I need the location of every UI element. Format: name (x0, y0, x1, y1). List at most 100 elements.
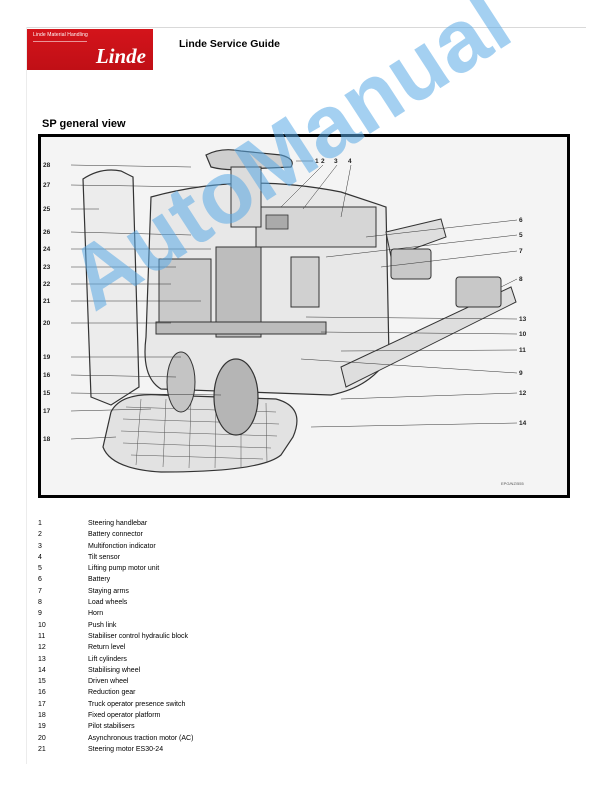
frame-bar-shape (155, 321, 327, 335)
legend-label: Multifonction indicator (88, 542, 156, 550)
legend-num: 7 (38, 587, 42, 595)
legend-num: 15 (38, 678, 46, 686)
legend-label: Staying arms (88, 587, 129, 595)
legend-item: 9 Horn (38, 608, 558, 619)
callout-11: 11 (519, 347, 526, 354)
callout-18: 18 (43, 436, 51, 443)
steering-column-shape (230, 166, 262, 228)
callout-21: 21 (43, 298, 51, 305)
callout-27: 27 (43, 182, 51, 189)
truck-general-view-figure: 28 27 25 26 24 23 22 21 20 19 16 15 17 1… (38, 134, 570, 498)
legend-num: 6 (38, 576, 42, 584)
legend-num: 14 (38, 666, 46, 674)
indicator-shape (265, 214, 289, 230)
logo-tagline: Linde Material Handling (33, 32, 88, 38)
callout-6: 6 (519, 217, 523, 224)
figure-code: EPG/NZ/555 (501, 481, 524, 486)
legend-item: 11 Stabiliser control hydraulic block (38, 631, 558, 642)
backrest-shape (82, 169, 140, 406)
legend-num: 18 (38, 712, 46, 720)
legend-label: Steering handlebar (88, 520, 148, 527)
callout-16: 16 (43, 372, 51, 379)
legend-label: Load wheels (88, 599, 128, 607)
leader-lines (70, 160, 518, 440)
legend-item: 13 Lift cylinders (38, 654, 558, 665)
callout-25: 25 (43, 206, 51, 213)
load-wheel-upper-shape (390, 248, 432, 280)
truck-drawing (70, 149, 518, 473)
upper-fork-shape (385, 218, 447, 258)
legend-label: Stabilising wheel (88, 666, 141, 674)
page-margin-rule (26, 27, 27, 764)
legend-num: 19 (38, 723, 46, 731)
callout-8: 8 (519, 276, 523, 283)
legend-num: 17 (38, 700, 46, 708)
callout-14: 14 (519, 420, 527, 427)
legend-label: Stabiliser control hydraulic block (88, 632, 188, 640)
load-wheel-lower-shape (455, 276, 502, 308)
legend-num: 10 (38, 621, 46, 629)
stabiliser-wheel-shape (166, 351, 196, 413)
legend-label: Battery (88, 576, 111, 584)
section-title: SP general view (42, 118, 126, 130)
legend-item: 19 Pilot stabilisers (38, 721, 558, 732)
legend-label: Horn (88, 610, 104, 618)
platform-grid (120, 398, 280, 469)
legend-label: Lifting pump motor unit (88, 565, 160, 573)
logo-wordmark: Linde (95, 44, 146, 68)
callout-9: 9 (519, 370, 523, 377)
legend-num: 13 (38, 655, 46, 663)
callout-22: 22 (43, 281, 51, 288)
callout-17: 17 (43, 408, 51, 415)
legend-num: 4 (38, 553, 42, 561)
callout-19: 19 (43, 354, 51, 361)
legend-num: 16 (38, 689, 46, 697)
callout-10: 10 (519, 331, 527, 338)
callout-7: 7 (519, 248, 523, 255)
callout-24: 24 (43, 246, 51, 253)
legend-label: Fixed operator platform (88, 712, 161, 720)
callout-12: 12 (519, 390, 527, 397)
legend-item: 10 Push link (38, 620, 558, 631)
callout-labels: 28 27 25 26 24 23 22 21 20 19 16 15 17 1… (43, 158, 527, 486)
legend-label: Steering motor ES30-24 (88, 745, 164, 753)
legend-num: 9 (38, 610, 42, 618)
callout-20: 20 (43, 320, 51, 327)
callout-5: 5 (519, 232, 523, 239)
guide-title: Linde Service Guide (179, 38, 280, 50)
callout-15: 15 (43, 390, 51, 397)
driven-wheel-shape (213, 358, 259, 436)
legend-item: 18 Fixed operator platform (38, 710, 558, 721)
legend-num: 21 (38, 745, 46, 753)
legend-num: 12 (38, 644, 46, 652)
legend-label: Reduction gear (88, 689, 136, 697)
callout-3: 3 (334, 158, 338, 165)
legend-num: 2 (38, 531, 42, 539)
legend-item: 1 Steering handlebar (38, 518, 558, 529)
legend-label: Tilt sensor (88, 553, 121, 561)
legend-num: 11 (38, 632, 46, 640)
callout-28: 28 (43, 162, 51, 169)
legend-label: Pilot stabilisers (88, 723, 135, 731)
callout-1: 1 (315, 158, 319, 165)
legend-item: 8 Load wheels (38, 597, 558, 608)
callout-4: 4 (348, 158, 352, 165)
legend-item: 4 Tilt sensor (38, 552, 558, 563)
traction-motor-shape (158, 258, 212, 330)
legend-num: 8 (38, 599, 42, 607)
legend-label: Driven wheel (88, 678, 129, 686)
legend-num: 20 (38, 734, 46, 742)
callout-13: 13 (519, 316, 527, 323)
legend-item: 16 Reduction gear (38, 687, 558, 698)
legend-item: 21 Steering motor ES30-24 (38, 744, 558, 755)
legend-label: Push link (88, 621, 117, 629)
lower-fork-shape (340, 286, 517, 388)
legend-num: 1 (38, 520, 42, 527)
logo-stripe (33, 41, 87, 42)
legend-label: Lift cylinders (88, 655, 127, 663)
